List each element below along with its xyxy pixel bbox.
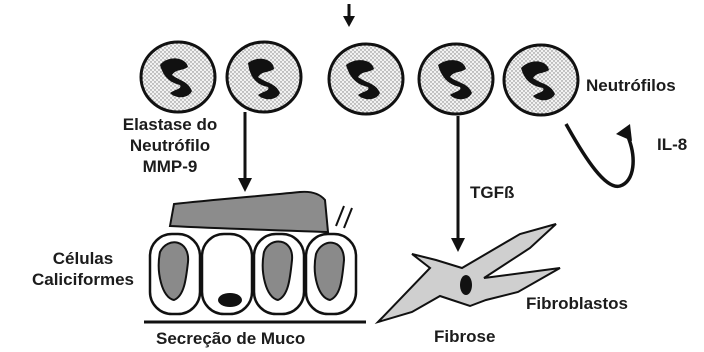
epithelial-cell-2-nucleus — [218, 293, 242, 307]
label-goblet-cells-line-1: Células — [20, 248, 146, 269]
epithelial-cells — [144, 234, 366, 322]
neutrophil-cell-3 — [329, 44, 403, 114]
mucus-layer — [170, 192, 352, 232]
label-elastase: Elastase do Neutrófilo MMP-9 — [100, 114, 240, 177]
label-fibroblasts: Fibroblastos — [526, 293, 628, 314]
label-goblet-cells: Células Caliciformes — [20, 248, 146, 290]
neutrophil-cell-4 — [419, 44, 493, 114]
label-goblet-cells-line-2: Caliciformes — [20, 269, 146, 290]
label-fibrosis: Fibrose — [434, 326, 495, 347]
neutrophil-cell-1 — [141, 42, 215, 112]
label-il8: IL-8 — [657, 134, 687, 155]
incoming-arrow — [343, 4, 355, 27]
label-elastase-line-2: Neutrófilo — [100, 135, 240, 156]
il8-feedback-arrow — [566, 124, 633, 186]
label-mucus-secretion: Secreção de Muco — [156, 328, 305, 349]
neutrophil-cell-5 — [504, 45, 578, 115]
label-tgfb: TGFß — [470, 182, 514, 203]
elastase-arrow — [238, 112, 252, 192]
neutrophil-cell-2 — [227, 42, 301, 112]
tgfb-arrow — [451, 116, 465, 252]
label-elastase-line-1: Elastase do — [100, 114, 240, 135]
fibroblast-nucleus — [460, 275, 472, 295]
label-elastase-line-3: MMP-9 — [100, 156, 240, 177]
label-neutrophils: Neutrófilos — [586, 75, 676, 96]
